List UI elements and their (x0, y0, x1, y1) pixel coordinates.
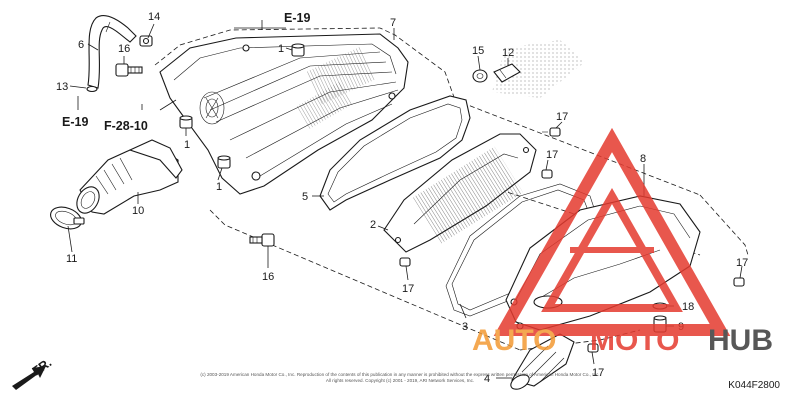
shading-patch (492, 40, 585, 98)
callout-17-c: 17 (402, 283, 414, 295)
bolt-upper (115, 63, 143, 77)
callout-17-a: 17 (556, 111, 568, 123)
callout-16-lower: 16 (262, 271, 274, 283)
callout-13: 13 (56, 81, 68, 93)
callout-17-d: 17 (736, 257, 748, 269)
bolt-lower (249, 233, 275, 247)
screw-17c (399, 257, 411, 267)
callout-5: 5 (302, 191, 308, 203)
callout-7: 7 (390, 17, 396, 29)
cap-15 (472, 69, 488, 83)
packing-seal (319, 95, 471, 211)
ref-f2810: F-28-10 (104, 119, 148, 133)
callout-4: 4 (484, 373, 490, 385)
drain-plug (86, 85, 98, 93)
callout-6: 6 (78, 39, 84, 51)
callout-1-lower: 1 (216, 181, 222, 193)
ref-e19-top: E-19 (284, 11, 310, 25)
screw-17d (733, 277, 745, 287)
breather-hose (87, 15, 137, 89)
callout-1-top: 1 (278, 43, 284, 55)
air-cleaner-housing (159, 33, 409, 195)
watermark-word-moto: MOTO (590, 324, 679, 357)
connecting-tube (76, 139, 183, 215)
callout-16-upper: 16 (118, 43, 130, 55)
watermark-word-auto: AUTO (472, 324, 556, 357)
callout-2: 2 (370, 219, 376, 231)
leader-lines (67, 20, 743, 379)
copyright-notice: (c) 2003-2019 American Honda Motor Co., … (200, 372, 600, 383)
diagram-code: K044F2800 (728, 380, 780, 391)
callout-8: 8 (640, 153, 646, 165)
callout-14: 14 (148, 11, 160, 23)
funnel-4 (510, 333, 575, 390)
grommet-1a (291, 43, 305, 57)
air-filter-element (383, 133, 537, 253)
callout-17-b: 17 (546, 149, 558, 161)
front-arrow: FR. (12, 355, 54, 390)
watermark-logo: AUTO MOTO HUB (472, 127, 773, 357)
screw-17e (587, 343, 599, 353)
callout-18: 18 (682, 301, 694, 313)
callout-3: 3 (462, 321, 468, 333)
screw-17a (542, 127, 561, 137)
tube-12 (493, 63, 521, 83)
callout-1-middle: 1 (184, 139, 190, 151)
hose-clip (139, 35, 153, 47)
reference-codes: E-19 E-19 F-28-10 (62, 11, 310, 133)
tube-band (50, 206, 85, 230)
ref-e19-left: E-19 (62, 115, 88, 129)
grommet-1c (217, 155, 231, 169)
callout-15: 15 (472, 45, 484, 57)
callout-10: 10 (132, 205, 144, 217)
callout-12: 12 (502, 47, 514, 59)
screw-17b (541, 169, 553, 179)
grommet-1b (179, 115, 193, 129)
watermark-word-hub: HUB (708, 324, 773, 357)
callout-11: 11 (66, 253, 77, 265)
callout-17-e: 17 (592, 367, 604, 379)
